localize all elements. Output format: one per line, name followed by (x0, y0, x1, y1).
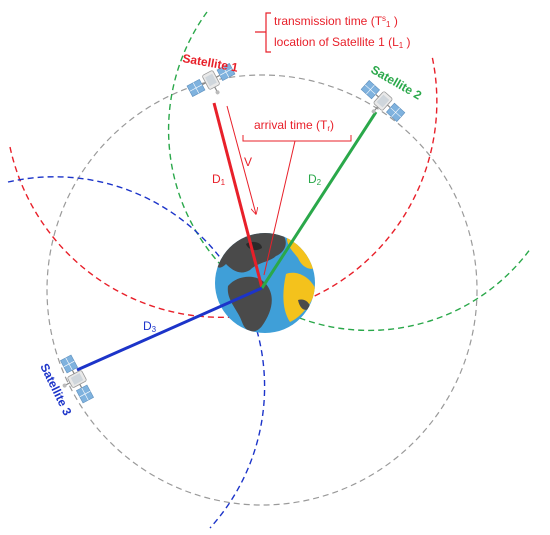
distance-d1-label: D1 (212, 172, 226, 187)
arrival-time-bracket (242, 135, 352, 142)
arrival-time-label: arrival time (Tr) (254, 118, 334, 133)
satellite-2-label: Satellite 2 (369, 62, 425, 102)
distance-d3-label: D3 (143, 319, 157, 334)
distance-line-d1 (212, 102, 264, 289)
distance-line-d2 (260, 111, 378, 289)
distance-line-d3 (76, 286, 263, 372)
velocity-label: V (244, 155, 252, 169)
orbit-circle (46, 74, 478, 506)
velocity-arrow (226, 105, 256, 214)
transmission-bracket (255, 12, 271, 53)
arrival-time-pointer (263, 140, 296, 276)
distance-d2-label: D2 (308, 172, 322, 187)
satellite-location-label: location of Satellite 1 (L1 ) (274, 35, 411, 50)
transmission-time-label: transmission time (Ts1 ) (274, 14, 398, 29)
satellite-1-range-arc (9, 55, 438, 319)
